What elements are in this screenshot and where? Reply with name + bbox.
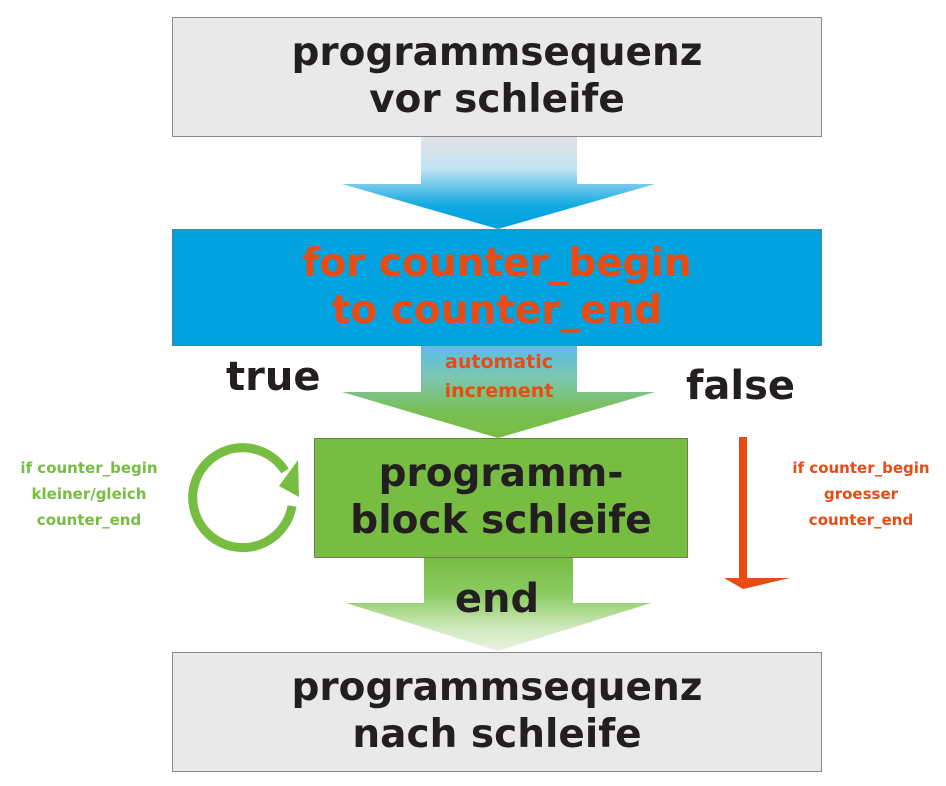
box-after-loop-line2: nach schleife (352, 712, 642, 757)
box-for-header-line1: for counter_begin (302, 240, 692, 286)
end-label: end (454, 576, 540, 622)
increment-label-line2: increment (444, 380, 554, 402)
left-condition-line1: if counter_begin (20, 459, 158, 477)
false-exit-arrow (724, 437, 790, 589)
box-for-header: for counter_begin to counter_end (172, 229, 822, 346)
right-condition-line1: if counter_begin (792, 459, 930, 477)
box-loop-block: programm- block schleife (314, 438, 688, 558)
box-loop-block-line2: block schleife (350, 498, 652, 543)
loop-cycle-icon (188, 443, 299, 553)
box-loop-block-line1: programm- (378, 451, 624, 497)
left-condition-label: if counter_begin kleiner/gleich counter_… (6, 455, 172, 533)
box-before-loop-line2: vor schleife (369, 77, 625, 122)
box-before-loop-line1: programmsequenz (291, 30, 703, 76)
right-condition-line3: counter_end (808, 511, 914, 529)
right-condition-line2: groesser (823, 485, 899, 503)
left-condition-line2: kleiner/gleich (31, 485, 147, 503)
true-label: true (226, 354, 321, 400)
box-after-loop-line1: programmsequenz (291, 665, 703, 711)
box-after-loop: programmsequenz nach schleife (172, 652, 822, 772)
arrow-to-for-header (342, 137, 655, 229)
left-condition-line3: counter_end (36, 511, 142, 529)
increment-label-line1: automatic (445, 351, 553, 373)
box-before-loop: programmsequenz vor schleife (172, 17, 822, 137)
box-for-header-line2: to counter_end (331, 287, 663, 333)
arrow-true-to-block (342, 346, 655, 438)
false-label: false (686, 363, 796, 409)
increment-label: automatic increment (421, 348, 577, 406)
right-condition-label: if counter_begin groesser counter_end (778, 455, 944, 533)
arrow-end-to-after (346, 558, 651, 651)
